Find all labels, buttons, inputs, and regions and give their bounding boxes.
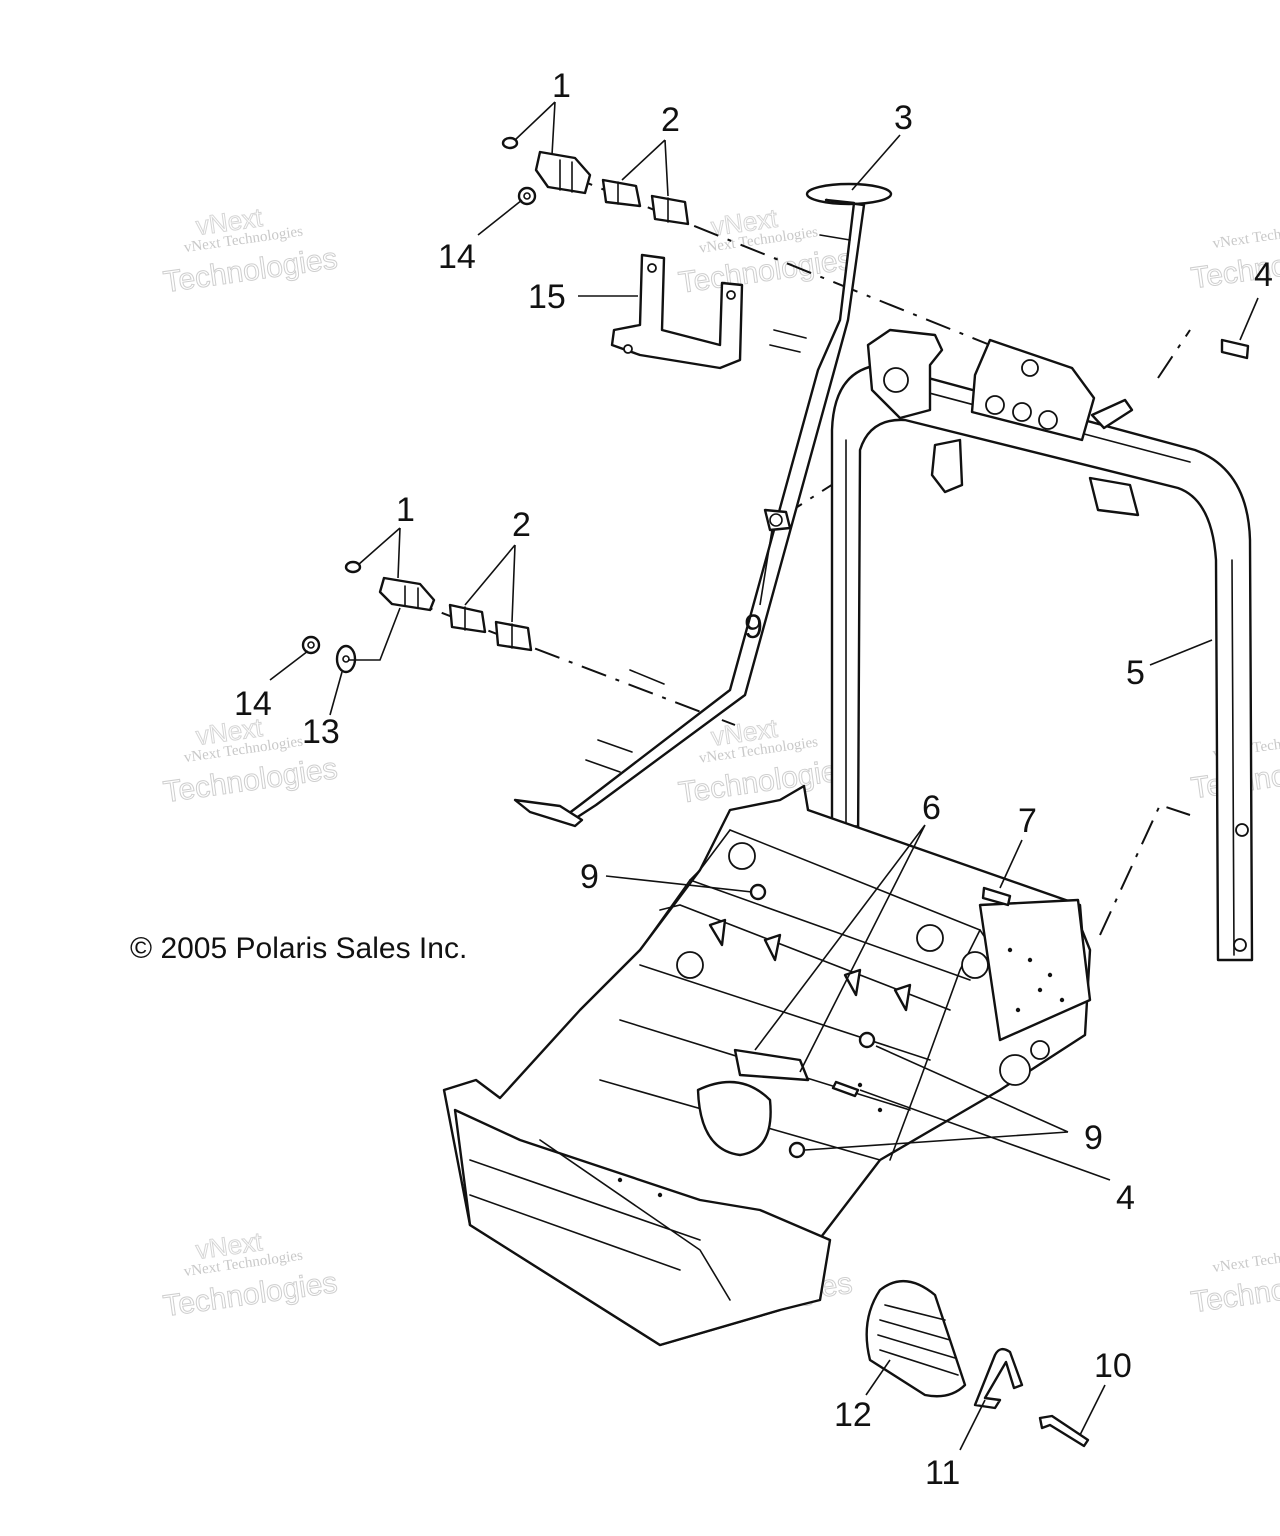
bushing-2a-lower bbox=[448, 603, 487, 634]
boot-assembly bbox=[865, 1279, 1090, 1448]
pin-10 bbox=[1038, 1414, 1090, 1448]
centerline-lower bbox=[394, 594, 736, 726]
clip-9-chassis bbox=[749, 883, 767, 901]
steering-post-3 bbox=[513, 182, 893, 828]
chassis-access-opening bbox=[696, 1080, 772, 1157]
bushing-2a-upper bbox=[601, 178, 642, 208]
callout-7: 7 bbox=[1018, 802, 1037, 840]
watermark-text: vNext Technologies bbox=[1212, 1243, 1280, 1276]
leader-lines bbox=[269, 101, 1259, 1451]
screw-1-upper bbox=[501, 136, 519, 150]
callout-2: 2 bbox=[661, 101, 680, 139]
bolt-4-chassis bbox=[831, 1080, 860, 1098]
callout-2: 2 bbox=[512, 506, 531, 544]
callout-4: 4 bbox=[1254, 256, 1273, 294]
bolt-7 bbox=[981, 886, 1012, 907]
callout-1: 1 bbox=[552, 67, 571, 105]
callout-12: 12 bbox=[834, 1396, 872, 1434]
boot-12 bbox=[865, 1279, 967, 1398]
washer-13 bbox=[335, 644, 357, 674]
chassis-bulkhead bbox=[442, 784, 1092, 1347]
callout-5: 5 bbox=[1126, 654, 1145, 692]
nut-14-upper bbox=[517, 186, 537, 206]
callout-11: 11 bbox=[925, 1454, 960, 1492]
callout-9: 9 bbox=[1084, 1119, 1103, 1157]
centerline-bolt-top bbox=[1157, 329, 1191, 379]
bolt-4-upper bbox=[1220, 338, 1250, 360]
bushing-set-upper bbox=[501, 136, 690, 226]
clip-9-mid bbox=[763, 508, 792, 532]
steering-post-bottom-plate bbox=[513, 798, 584, 828]
roll-hoop-5 bbox=[830, 328, 1254, 962]
callout-4: 4 bbox=[1116, 1179, 1135, 1217]
screw-1-lower bbox=[344, 560, 362, 574]
hoop-hinge-bracket bbox=[1088, 476, 1140, 517]
callout-9: 9 bbox=[580, 858, 599, 896]
copyright-notice: © 2005 Polaris Sales Inc. bbox=[130, 932, 467, 965]
bushing-clamp-1-upper bbox=[534, 150, 592, 195]
watermark-text: vNext Technologies bbox=[1212, 219, 1280, 252]
hose-clip bbox=[763, 508, 792, 532]
hoop-tab bbox=[1090, 398, 1134, 430]
hoop-bracket-left bbox=[930, 438, 964, 494]
callout-14: 14 bbox=[234, 685, 272, 723]
chassis-grommet bbox=[763, 933, 782, 962]
callout-6: 6 bbox=[922, 789, 941, 827]
callout-10: 10 bbox=[1094, 1347, 1132, 1385]
clip-9-chassis bbox=[788, 1141, 806, 1159]
callout-labels: 1 2 3 4 14 15 9 5 1 2 14 13 6 7 9 9 4 10… bbox=[234, 67, 1273, 1492]
callout-15: 15 bbox=[528, 278, 566, 316]
chassis-grommet bbox=[708, 918, 727, 947]
callout-14: 14 bbox=[438, 238, 476, 276]
chassis-slot bbox=[733, 1048, 810, 1082]
chassis-grommet bbox=[893, 983, 912, 1012]
steering-post-top-plate bbox=[805, 182, 893, 206]
clip-9-chassis bbox=[858, 1031, 876, 1049]
callout-1: 1 bbox=[396, 491, 415, 529]
bushing-2b-upper bbox=[650, 194, 690, 226]
bracket-15 bbox=[610, 253, 744, 370]
chassis-side-plate bbox=[978, 898, 1092, 1042]
callout-9: 9 bbox=[744, 608, 763, 646]
mounting-bracket bbox=[610, 253, 744, 370]
bushing-2b-lower bbox=[494, 620, 533, 652]
bushing-set-lower bbox=[301, 560, 533, 674]
hex-bolt bbox=[1220, 338, 1250, 360]
centerline-hoop-base bbox=[1099, 803, 1191, 936]
roll-hoop-tube bbox=[830, 363, 1254, 962]
callout-13: 13 bbox=[302, 713, 340, 751]
bushing-clamp-1-lower bbox=[378, 576, 436, 612]
nut-14-lower bbox=[301, 635, 321, 655]
callout-3: 3 bbox=[894, 99, 913, 137]
chassis-front-crossmember bbox=[453, 1108, 832, 1347]
hoop-center-plate bbox=[970, 338, 1096, 442]
ring-11 bbox=[973, 1347, 1024, 1410]
